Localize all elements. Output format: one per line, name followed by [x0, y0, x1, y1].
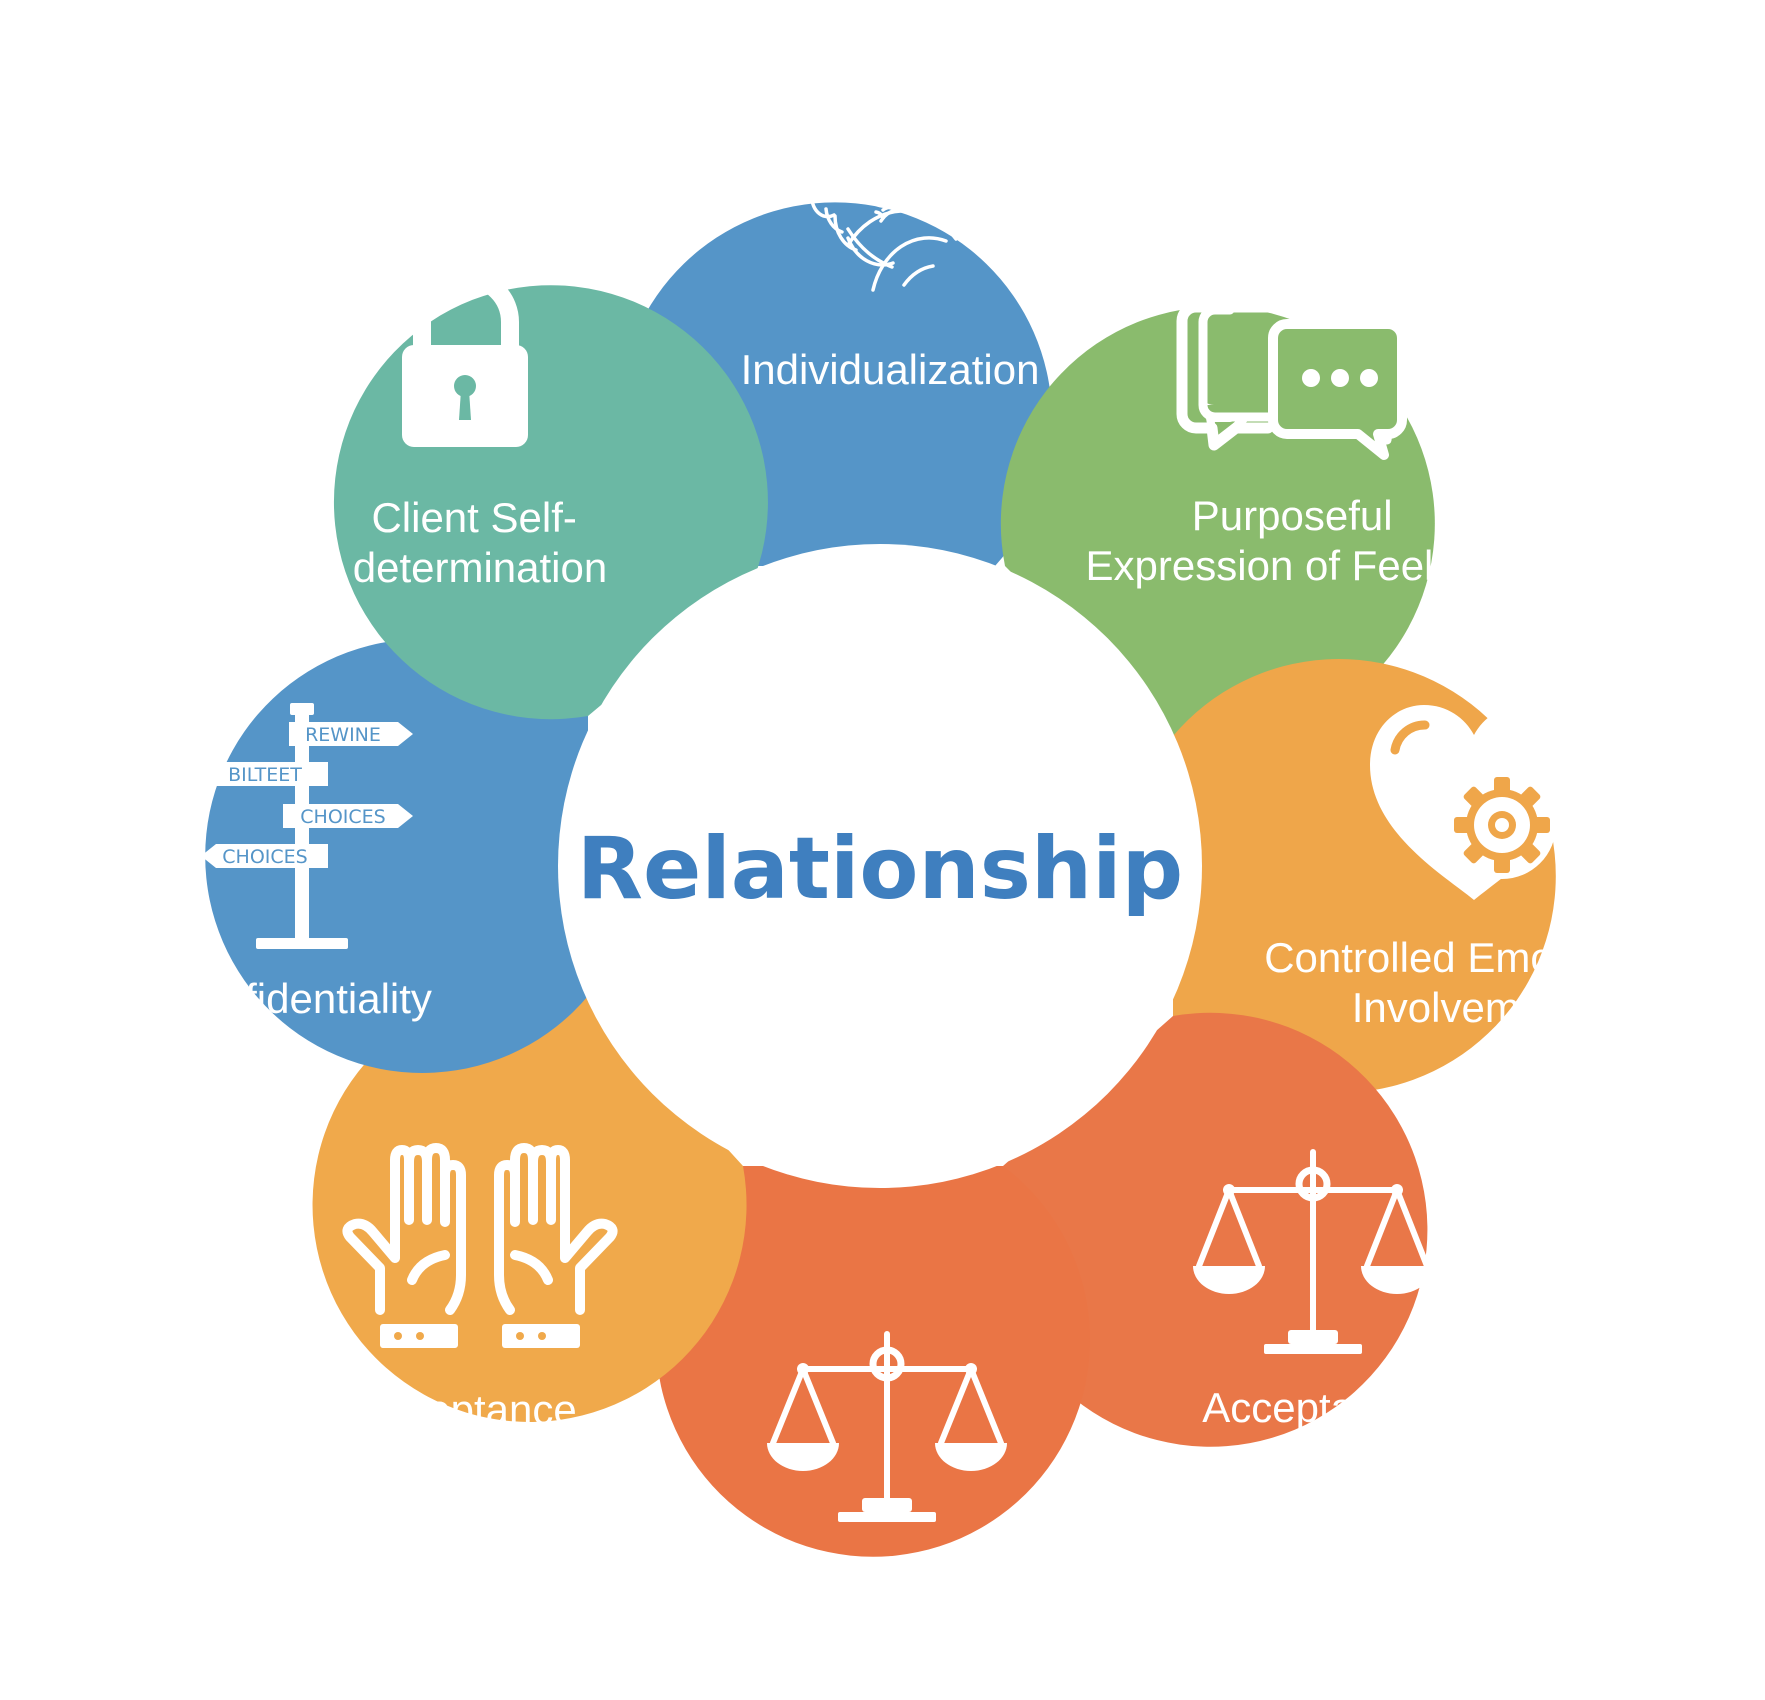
- signpost-icon: REWINE BILTEET CHOICES CHOICES: [201, 703, 413, 949]
- signpost-label-3: CHOICES: [300, 806, 385, 828]
- label-client-self-determination: Client Self- determination: [353, 494, 607, 591]
- label-individualization: Individualization: [741, 346, 1040, 393]
- center-circle: [558, 544, 1202, 1188]
- label-purposeful-expression: Purposeful Expression of Feelings: [1086, 492, 1511, 589]
- label-controlled-emotional-involvement: Controlled Emotional Involvement: [1264, 934, 1666, 1031]
- signpost-label-2: BILTEET: [228, 764, 302, 786]
- chat-bubbles-icon: [1176, 301, 1407, 460]
- scales-icon: [767, 1331, 1007, 1522]
- signpost-label-4: CHOICES: [222, 846, 307, 868]
- label-acceptance-left: Acceptance: [357, 1386, 576, 1433]
- signpost-label-1: REWINE: [305, 724, 381, 746]
- label-non-judgmental: Non-judgmenal: [748, 1566, 1033, 1613]
- scales-icon: [1193, 1149, 1433, 1354]
- padlock-icon: [402, 269, 528, 447]
- label-acceptance-right: Acceptance: [1202, 1384, 1421, 1431]
- label-confidentiality: Confidentiality: [168, 975, 432, 1022]
- fingerprint-icon: [809, 139, 964, 292]
- center-title: Relationship: [577, 819, 1183, 919]
- open-hands-icon: [342, 1143, 618, 1348]
- heart-gear-icon: [1370, 705, 1574, 900]
